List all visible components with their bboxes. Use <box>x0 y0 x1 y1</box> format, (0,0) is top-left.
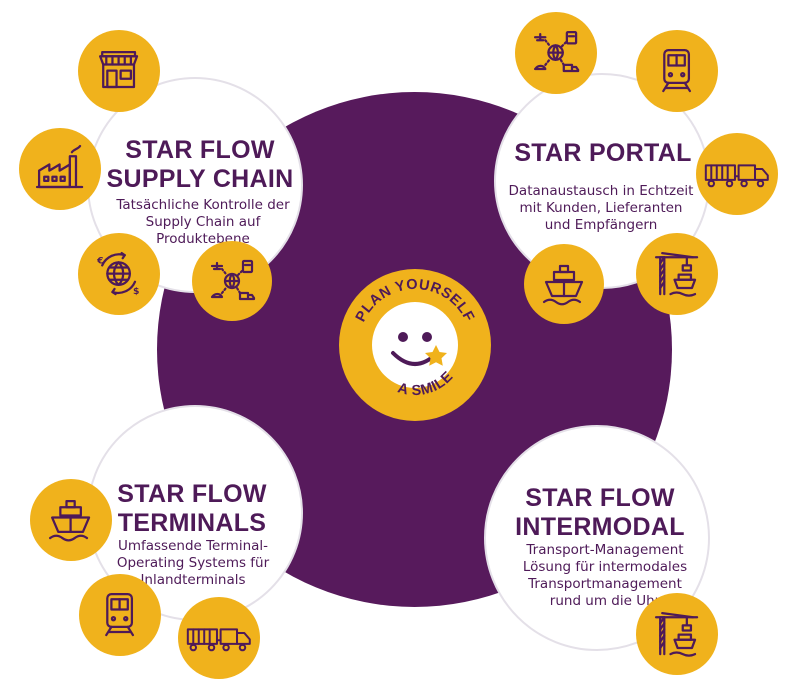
truck-icon <box>178 597 260 679</box>
train-icon <box>79 574 161 656</box>
supply-chain-description: Tatsächliche Kontrolle der Supply Chain … <box>98 197 308 248</box>
store-icon <box>78 30 160 112</box>
star-icon <box>425 345 447 366</box>
portal-desc-line1: Datanaustausch in Echtzeit <box>508 183 694 199</box>
supply-chain-title-line2: SUPPLY CHAIN <box>106 165 294 193</box>
terminals-desc-line2: Operating Systems für <box>116 555 270 571</box>
intermodal-description: Transport-Management Lösung für intermod… <box>500 542 710 610</box>
smile-badge-graphic: PLAN YOURSELF A SMILE <box>339 269 491 421</box>
ship-icon <box>524 244 604 324</box>
portal-desc-line3: und Empfängern <box>544 217 658 233</box>
portal-description: Datanaustausch in Echtzeit mit Kunden, L… <box>496 183 706 234</box>
factory-icon <box>19 128 101 210</box>
ship-icon <box>30 479 112 561</box>
terminals-description: Umfassende Terminal- Operating Systems f… <box>88 538 298 589</box>
port-crane-icon <box>636 593 718 675</box>
logistics-network-icon <box>515 12 597 94</box>
intermodal-desc-line2: Lösung für intermodales <box>522 559 688 575</box>
logistics-network-icon <box>192 241 272 321</box>
currency-globe-icon <box>78 233 160 315</box>
center-smile-badge: PLAN YOURSELF A SMILE <box>337 267 493 423</box>
supply-chain-title-line1: STAR FLOW <box>125 136 275 164</box>
portal-title: STAR PORTAL <box>514 139 692 167</box>
terminals-title-line2: TERMINALS <box>117 509 267 537</box>
supply-chain-title: STAR FLOW SUPPLY CHAIN <box>100 136 300 194</box>
supply-chain-desc-line1: Tatsächliche Kontrolle der <box>116 197 290 213</box>
intermodal-title-line1: STAR FLOW <box>525 484 675 512</box>
train-icon <box>636 30 718 112</box>
terminals-title-line1: STAR FLOW <box>117 480 267 508</box>
portal-desc-line2: mit Kunden, Lieferanten <box>519 200 683 216</box>
terminals-desc-line1: Umfassende Terminal- <box>117 538 269 554</box>
intermodal-desc-line1: Transport-Management <box>526 542 684 558</box>
smile-right-eye <box>422 332 432 342</box>
truck-icon <box>696 133 778 215</box>
intermodal-desc-line3: Transportmanagement <box>528 576 682 592</box>
terminals-desc-line3: Inlandterminals <box>140 572 246 588</box>
terminals-title: STAR FLOW TERMINALS <box>92 480 292 538</box>
intermodal-title: STAR FLOW INTERMODAL <box>500 484 700 542</box>
intermodal-title-line2: INTERMODAL <box>515 513 685 541</box>
supply-chain-desc-line2: Supply Chain auf <box>145 214 261 230</box>
smile-face <box>372 302 458 388</box>
smile-left-eye <box>398 332 408 342</box>
intermodal-desc-line4: rund um die Uhr <box>549 593 661 609</box>
port-crane-icon <box>636 233 718 315</box>
